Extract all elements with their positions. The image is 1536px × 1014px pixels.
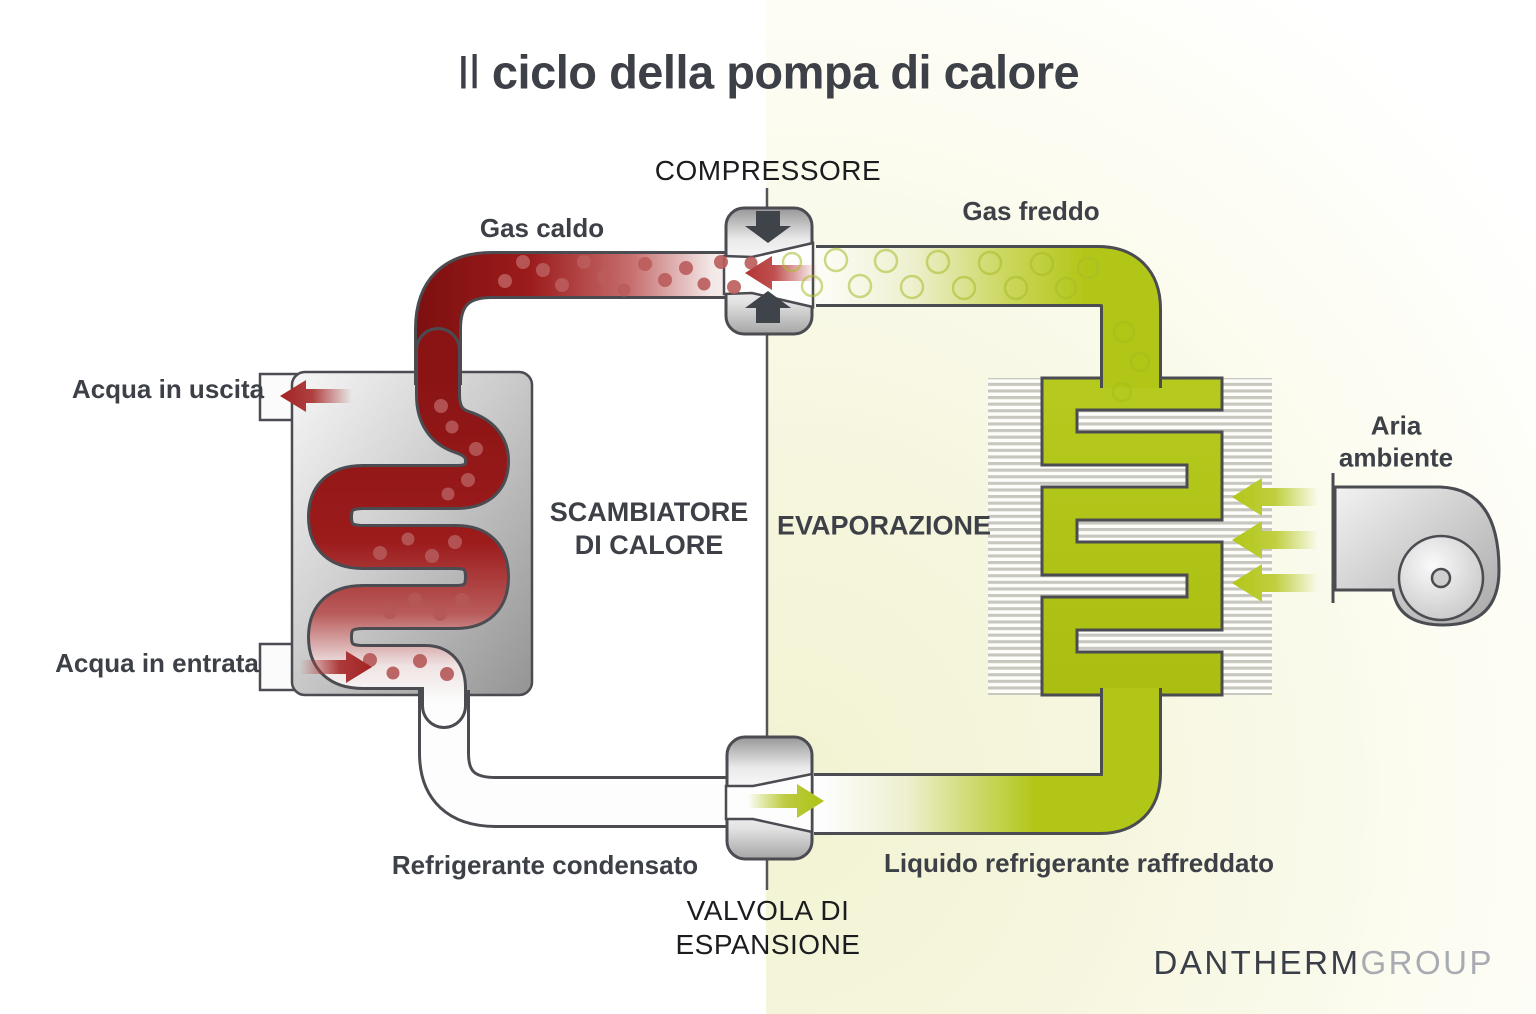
- water-out-arrow-icon: [280, 380, 352, 412]
- dantherm-group-logo: DANTHERMGROUP: [1153, 944, 1494, 982]
- cold-gas-pipe: [816, 245, 1162, 388]
- label-water-out: Acqua in uscita: [71, 374, 265, 405]
- evaporator-coil: [1040, 338, 1224, 735]
- hot-gas-droplets: [498, 255, 758, 297]
- cold-gas-bubbles: [781, 247, 1100, 301]
- title-prefix: Il: [456, 45, 480, 99]
- condenser-coil: [306, 327, 511, 729]
- cooled-flow-arrow-icon: [748, 784, 824, 818]
- hot-flow-arrow-icon: [745, 256, 818, 290]
- compressor-arrow-up-icon: [745, 291, 791, 323]
- label-cooled-refrigerant: Liquido refrigerante raffreddato: [883, 848, 1275, 879]
- label-heat-exchanger: SCAMBIATORE DI CALORE: [549, 497, 749, 560]
- label-hot-gas: Gas caldo: [479, 213, 605, 244]
- label-compressor: COMPRESSORE: [654, 154, 882, 186]
- cooled-liquid-pipe: [814, 688, 1162, 835]
- water-in-arrow-icon: [300, 651, 372, 683]
- hot-gas-pipe: [414, 251, 728, 385]
- title-main: ciclo della pompa di calore: [479, 45, 1080, 99]
- label-evaporation: EVAPORAZIONE: [776, 510, 992, 541]
- logo-group: GROUP: [1360, 944, 1494, 981]
- cold-gas-bubbles-faint: [1111, 320, 1151, 403]
- water-inlet-stub: [258, 642, 298, 692]
- page-title: Il ciclo della pompa di calore: [456, 45, 1080, 100]
- label-water-in: Acqua in entrata: [55, 648, 259, 679]
- evaporator-fins: [988, 378, 1272, 695]
- fan-icon: [1331, 473, 1501, 627]
- label-condensed-refrigerant: Refrigerante condensato: [391, 850, 699, 881]
- compressor-arrow-down-icon: [745, 211, 791, 243]
- condensed-refrigerant-pipe: [418, 690, 742, 828]
- label-ambient-air: Aria ambiente: [1338, 410, 1454, 472]
- air-flow-arrows: [1232, 478, 1318, 602]
- logo-brand: DANTHERM: [1153, 944, 1361, 981]
- label-cold-gas: Gas freddo: [962, 196, 1100, 227]
- refrigerant-droplets: [363, 399, 483, 681]
- label-expansion-valve: VALVOLA DI ESPANSIONE: [675, 894, 861, 960]
